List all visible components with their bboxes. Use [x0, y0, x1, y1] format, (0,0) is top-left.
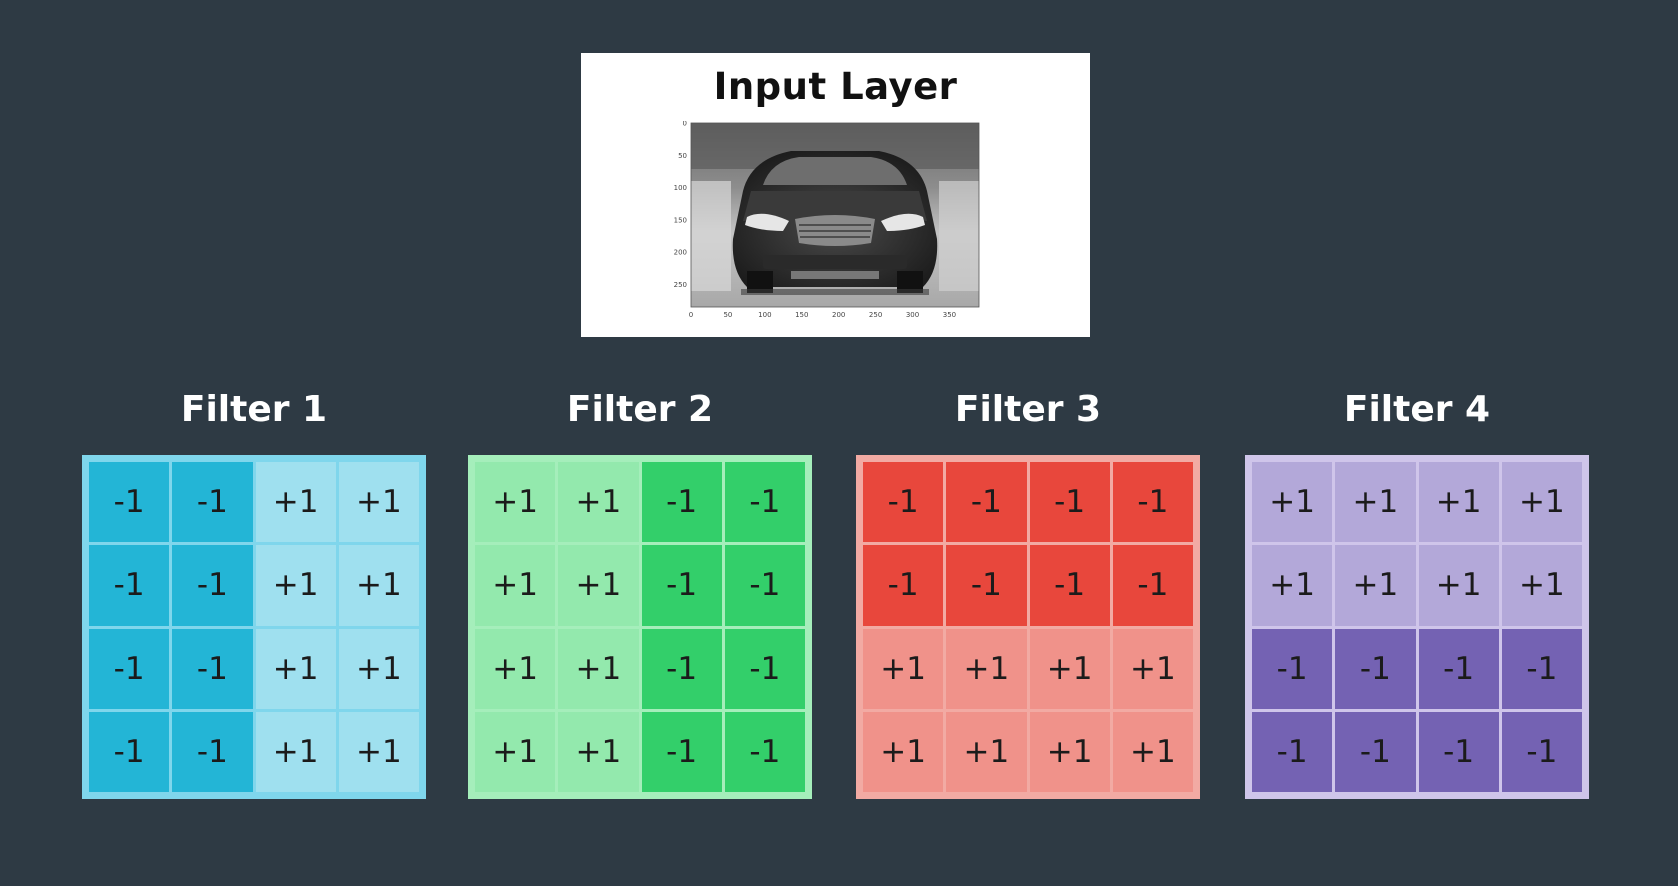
filter-cell: +1: [1501, 545, 1582, 626]
filter-cell: +1: [1501, 462, 1582, 543]
filter-title: Filter 1: [180, 389, 328, 430]
filter-cell: +1: [1112, 628, 1193, 709]
filter-cell: -1: [1335, 628, 1416, 709]
filter-cell: -1: [1112, 462, 1193, 543]
filter-3: Filter 3 -1-1-1-1-1-1-1-1+1+1+1+1+1+1+1+…: [856, 388, 1200, 799]
filter-cell: +1: [475, 462, 556, 543]
filter-cell: +1: [558, 545, 639, 626]
filter-cell: +1: [255, 462, 336, 543]
filter-cell: -1: [172, 628, 253, 709]
filter-title: Filter 4: [1343, 389, 1491, 430]
filter-cell: -1: [724, 711, 805, 792]
plot-x-tick: 300: [906, 311, 919, 319]
filter-cell: +1: [255, 628, 336, 709]
filter-4-grid: +1+1+1+1+1+1+1+1-1-1-1-1-1-1-1-1: [1245, 455, 1589, 799]
filter-cell: +1: [946, 628, 1027, 709]
filter-2-grid: +1+1-1-1+1+1-1-1+1+1-1-1+1+1-1-1: [468, 455, 812, 799]
filter-title: Filter 3: [954, 389, 1102, 430]
filter-cell: -1: [724, 462, 805, 543]
plot-x-tick: 350: [943, 311, 956, 319]
filter-cell: -1: [724, 545, 805, 626]
filter-cell: +1: [1252, 545, 1333, 626]
plot-y-tick: 50: [678, 152, 687, 160]
filter-cell: +1: [1112, 711, 1193, 792]
filter-cell: +1: [863, 711, 944, 792]
filter-cell: -1: [863, 462, 944, 543]
filter-cell: -1: [1252, 628, 1333, 709]
filter-cell: -1: [1501, 628, 1582, 709]
plot-x-tick: 50: [723, 311, 732, 319]
filter-cell: -1: [863, 545, 944, 626]
filter-cell: -1: [1252, 711, 1333, 792]
filter-cell: +1: [863, 628, 944, 709]
plot-y-tick: 100: [674, 184, 687, 192]
filter-cell: +1: [255, 545, 336, 626]
filter-2: Filter 2 +1+1-1-1+1+1-1-1+1+1-1-1+1+1-1-…: [468, 388, 812, 799]
plot-x-ticks: 0 50 100 150 200 250 300 350: [689, 311, 956, 319]
filter-cell: +1: [338, 462, 419, 543]
input-layer-card: Input Layer: [581, 53, 1090, 337]
plot-y-tick: 200: [674, 249, 687, 257]
filter-cell: -1: [946, 462, 1027, 543]
filter-cell: -1: [641, 628, 722, 709]
plot-x-tick: 150: [795, 311, 808, 319]
plot-x-tick: 0: [689, 311, 693, 319]
filter-cell: -1: [1335, 711, 1416, 792]
filter-cell: +1: [1252, 462, 1333, 543]
filter-cell: +1: [1418, 545, 1499, 626]
filter-1-grid: -1-1+1+1-1-1+1+1-1-1+1+1-1-1+1+1: [82, 455, 426, 799]
filter-cell: -1: [89, 711, 170, 792]
plot-y-tick: 250: [674, 281, 687, 289]
filter-cell: -1: [1029, 545, 1110, 626]
filter-cell: +1: [1335, 545, 1416, 626]
filter-cell: +1: [946, 711, 1027, 792]
filter-cell: -1: [724, 628, 805, 709]
filter-cell: -1: [1418, 711, 1499, 792]
filter-title: Filter 2: [566, 389, 714, 430]
filter-cell: +1: [255, 711, 336, 792]
filter-3-grid: -1-1-1-1-1-1-1-1+1+1+1+1+1+1+1+1: [856, 455, 1200, 799]
filter-1: Filter 1 -1-1+1+1-1-1+1+1-1-1+1+1-1-1+1+…: [82, 388, 426, 799]
filter-cell: +1: [558, 628, 639, 709]
filter-cell: -1: [172, 711, 253, 792]
filter-4: Filter 4 +1+1+1+1+1+1+1+1-1-1-1-1-1-1-1-…: [1245, 388, 1589, 799]
filter-cell: +1: [475, 545, 556, 626]
filter-cell: +1: [475, 628, 556, 709]
filter-cell: -1: [1501, 711, 1582, 792]
filter-cell: +1: [338, 711, 419, 792]
plot-y-ticks: 0 50 100 150 200 250: [674, 121, 687, 289]
filter-cell: +1: [1029, 711, 1110, 792]
filter-cell: -1: [946, 545, 1027, 626]
filter-cell: +1: [1335, 462, 1416, 543]
filter-cell: -1: [641, 545, 722, 626]
filter-cell: -1: [172, 462, 253, 543]
plot-x-tick: 200: [832, 311, 845, 319]
filter-cell: -1: [172, 545, 253, 626]
filter-cell: -1: [89, 628, 170, 709]
filter-cell: +1: [338, 628, 419, 709]
filter-cell: -1: [89, 545, 170, 626]
plot-y-tick: 0: [683, 121, 687, 128]
filter-cell: -1: [89, 462, 170, 543]
filter-cell: +1: [1029, 628, 1110, 709]
filter-cell: -1: [1112, 545, 1193, 626]
plot-y-tick: 150: [674, 216, 687, 224]
filter-cell: +1: [558, 462, 639, 543]
plot-x-tick: 100: [758, 311, 771, 319]
car-photo: [691, 123, 979, 307]
filter-cell: -1: [641, 711, 722, 792]
filter-cell: -1: [1029, 462, 1110, 543]
filter-cell: +1: [558, 711, 639, 792]
filter-cell: +1: [475, 711, 556, 792]
plot-x-tick: 250: [869, 311, 882, 319]
filter-cell: -1: [641, 462, 722, 543]
filter-cell: -1: [1418, 628, 1499, 709]
filter-cell: +1: [1418, 462, 1499, 543]
filter-cell: +1: [338, 545, 419, 626]
car-image-plot: 0 50 100 150 200 250 0 50 100 150 200 250 300 350: [674, 121, 980, 319]
plot-axes: [690, 122, 980, 308]
input-layer-title: Input Layer: [713, 65, 958, 108]
